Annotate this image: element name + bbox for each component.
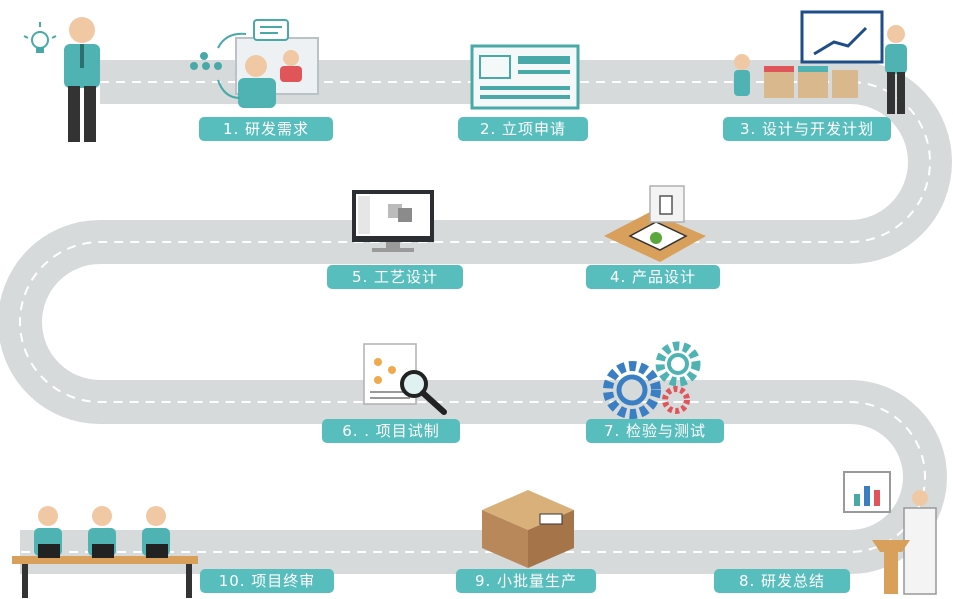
road-center-dashes xyxy=(19,81,931,553)
magnifier-document-icon xyxy=(363,343,447,415)
step-4-label: 4. 产品设计 xyxy=(586,265,720,289)
step-5-label: 5. 工艺设计 xyxy=(327,265,463,289)
product-blueprint-icon xyxy=(604,185,706,262)
computer-monitor-icon xyxy=(352,190,434,252)
review-panel-icon xyxy=(12,506,198,598)
standing-person-icon xyxy=(64,17,100,142)
winding-road xyxy=(0,60,952,574)
requirement-meeting-icon xyxy=(190,19,319,108)
step-2-label: 2. 立项申请 xyxy=(458,117,588,141)
step-1-label: 1. 研发需求 xyxy=(199,117,333,141)
step-10-label: 10. 项目终审 xyxy=(200,569,334,593)
lightbulb-icon xyxy=(23,22,57,53)
step-3-label: 3. 设计与开发计划 xyxy=(723,117,891,141)
step-6-label: 6. . 项目试制 xyxy=(322,419,460,443)
gears-icon xyxy=(603,341,701,419)
step-9-label: 9. 小批量生产 xyxy=(456,569,596,593)
planning-presentation-icon xyxy=(734,10,907,114)
cardboard-box-icon xyxy=(482,490,574,568)
step-7-label: 7. 检验与测试 xyxy=(586,419,724,443)
step-8-label: 8. 研发总结 xyxy=(714,569,850,593)
application-document-icon xyxy=(470,44,580,110)
summary-presentation-icon xyxy=(843,471,937,595)
